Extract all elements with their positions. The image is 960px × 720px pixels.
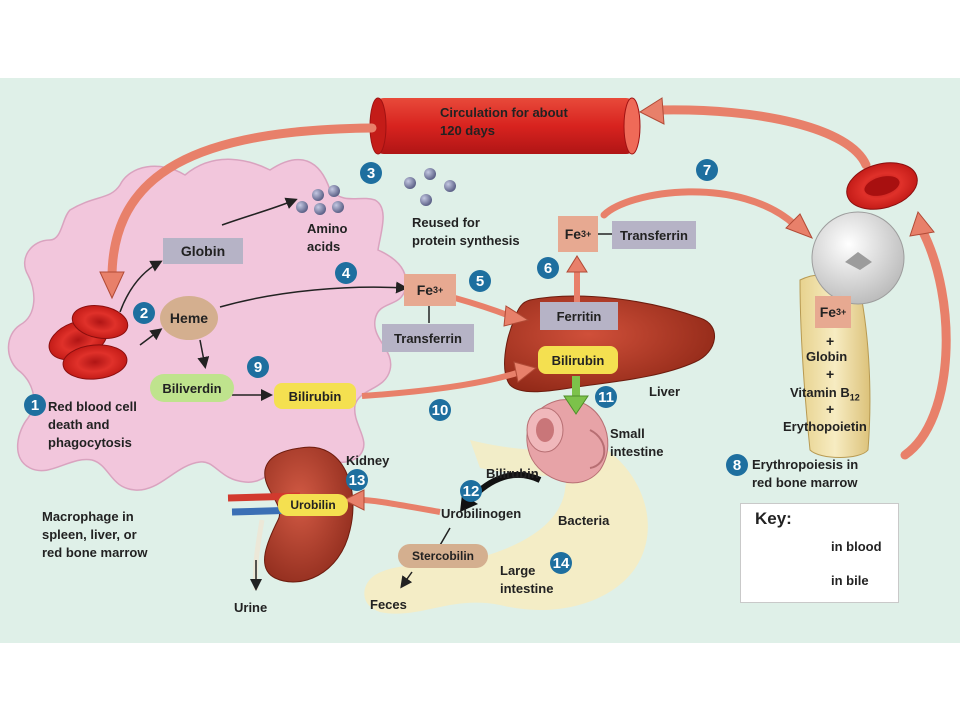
fe-superscript: 3+ xyxy=(433,285,444,295)
amino-acid-molecules xyxy=(296,185,344,215)
stercobilin-node: Stercobilin xyxy=(398,544,488,568)
step-badge-13: 13 xyxy=(346,469,368,491)
ferritin-box: Ferritin xyxy=(540,302,618,330)
key-in-blood: in blood xyxy=(831,539,882,554)
large-intestine-shape xyxy=(364,444,648,614)
step-badge-6: 6 xyxy=(537,257,559,279)
erythopoietin-label: Erythopoietin xyxy=(783,419,867,434)
step-badge-14: 14 xyxy=(550,552,572,574)
bilirubin-label-intestine: Bilirubin xyxy=(486,466,539,481)
bilirubin-box-liver: Bilirubin xyxy=(538,346,618,374)
step-badge-2: 2 xyxy=(133,302,155,324)
step-badge-9: 9 xyxy=(247,356,269,378)
step-badge-8: 8 xyxy=(726,454,748,476)
step-badge-4: 4 xyxy=(335,262,357,284)
arrow-rbc-to-circulation xyxy=(655,105,871,170)
large-intestine-label: Large intestine xyxy=(500,563,554,596)
transferrin-box-transport: Transferrin xyxy=(612,221,696,249)
plus-1: + xyxy=(826,333,835,349)
small-intestine-label: Small intestine xyxy=(610,426,664,459)
plus-2: + xyxy=(826,366,835,382)
marrow-globin-label: Globin xyxy=(806,349,848,364)
vitamin-b12-label: Vitamin B12 xyxy=(790,384,860,407)
biliverdin-node: Biliverdin xyxy=(150,374,234,402)
step-badge-11: 11 xyxy=(595,386,617,408)
step-badge-12: 12 xyxy=(460,480,482,502)
urobilin-box: Urobilin xyxy=(278,494,348,516)
small-intestine-organ xyxy=(526,399,609,484)
fe-superscript: 3+ xyxy=(836,307,847,317)
key-title: Key: xyxy=(755,509,792,528)
arrow-fe-to-marrow xyxy=(600,188,799,229)
fe-label: Fe xyxy=(819,304,837,320)
macrophage-label: Macrophage in spleen, liver, or red bone… xyxy=(42,509,148,560)
circulation-label: Circulation for about 120 days xyxy=(440,105,568,138)
fe-label: Fe xyxy=(416,282,434,298)
fe-label: Fe xyxy=(564,226,582,242)
rbc-death-label: Red blood cell death and phagocytosis xyxy=(48,399,137,450)
step-badge-1: 1 xyxy=(24,394,46,416)
step-badge-3: 3 xyxy=(360,162,382,184)
key-in-bile: in bile xyxy=(831,573,869,588)
vitamin-text: Vitamin B xyxy=(790,385,850,400)
fe-superscript: 3+ xyxy=(581,229,592,239)
bacteria-label: Bacteria xyxy=(558,513,610,528)
heme-node: Heme xyxy=(160,296,218,340)
urobilinogen-label: Urobilinogen xyxy=(441,506,522,521)
erythropoiesis-label: Erythropoiesis in red bone marrow xyxy=(752,457,859,490)
globin-box: Globin xyxy=(163,238,243,264)
feces-label: Feces xyxy=(370,597,407,612)
step-badge-7: 7 xyxy=(696,159,718,181)
new-red-blood-cell xyxy=(846,162,918,210)
arrow-marrow-to-rbc xyxy=(900,225,951,460)
arrow-circulation-to-macrophage xyxy=(107,123,377,287)
transferrin-box-blood: Transferrin xyxy=(382,324,474,352)
vitamin-subscript: 12 xyxy=(849,392,860,403)
key-legend: Key: in blood in bile xyxy=(740,503,899,603)
bilirubin-box-macrophage: Bilirubin xyxy=(274,383,356,409)
liver-label: Liver xyxy=(649,384,681,399)
dying-red-blood-cells xyxy=(48,305,129,380)
circulation-vessel xyxy=(374,98,636,154)
reused-amino-acid-molecules xyxy=(404,168,456,206)
kidney-label: Kidney xyxy=(346,453,390,468)
urine-label: Urine xyxy=(234,600,268,615)
plus-3: + xyxy=(826,401,835,417)
step-badge-5: 5 xyxy=(469,270,491,292)
step-badge-10: 10 xyxy=(429,399,451,421)
reused-label: Reused for protein synthesis xyxy=(412,215,520,248)
amino-acids-label: Amino acids xyxy=(307,221,348,254)
